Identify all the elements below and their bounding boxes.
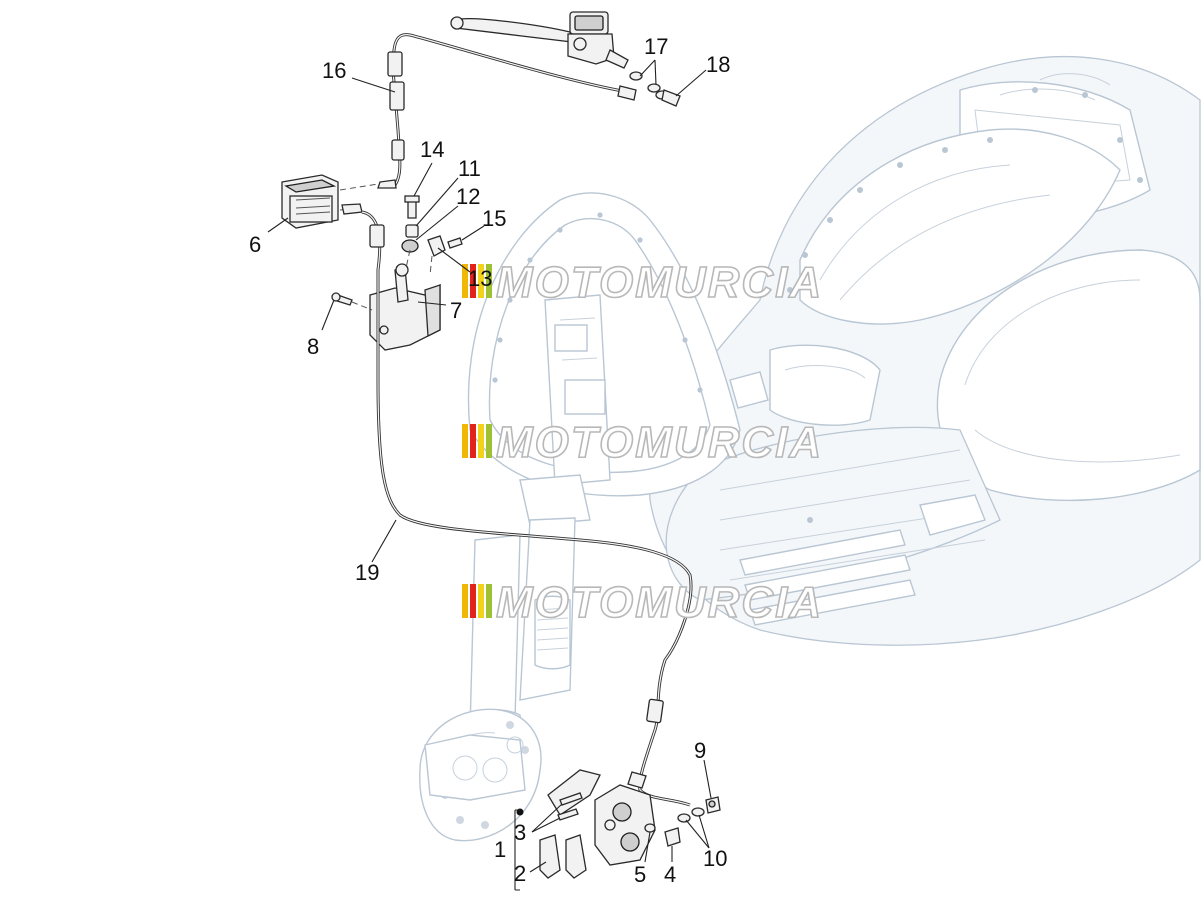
callout-7: 7 [450,298,462,323]
callout-15: 15 [482,206,506,231]
callout-14: 14 [420,137,444,162]
watermark-stripe [478,264,484,298]
callout-10: 10 [703,846,727,871]
callout-12: 12 [456,184,480,209]
callout-17: 17 [644,34,668,59]
watermark-stripe [486,424,492,458]
callout-5: 5 [634,862,646,887]
watermark-stripe [470,264,476,298]
callout-8: 8 [307,334,319,359]
abs-bracket-assembly [331,195,463,351]
watermark-1: MOTOMURCIA [462,257,823,308]
watermark-stripe [462,424,468,458]
callout-6: 6 [249,232,261,257]
watermark-stripe [486,264,492,298]
abs-modulator-unit [281,174,379,229]
callout-16: 16 [322,58,346,83]
callout-11: 11 [458,156,481,181]
front-brake-caliper-assembly [516,769,721,879]
watermark-text: MOTOMURCIA [496,418,823,467]
leader-lines [267,59,712,891]
callout-labels: 1 2 3 4 5 6 7 8 9 10 11 12 13 14 15 16 1… [249,34,730,887]
watermark-text: MOTOMURCIA [496,578,823,627]
watermark-stripe [462,584,468,618]
brake-lever-master-cylinder [450,11,629,69]
callout-19: 19 [355,560,379,585]
watermark-stripe [470,584,476,618]
watermark-3: MOTOMURCIA [462,577,823,628]
watermark-stripe [462,264,468,298]
frame-inner-outline [419,192,741,842]
callout-9: 9 [694,738,706,763]
upper-brake-hose [377,33,637,189]
callout-18: 18 [706,52,730,77]
watermark-2: MOTOMURCIA [462,417,823,468]
scooter-body-outline [649,55,1201,646]
watermark-stripe [478,584,484,618]
callout-2: 2 [514,861,526,886]
callout-3: 3 [514,820,526,845]
callout-1: 1 [494,837,506,862]
callout-13: 13 [468,266,492,291]
callout-4: 4 [664,862,676,887]
watermark-stripe [478,424,484,458]
watermark-stripe [486,584,492,618]
watermark-stripe [470,424,476,458]
banjo-bolt-washers-top [629,71,681,107]
watermark-text: MOTOMURCIA [496,258,823,307]
lower-brake-hose [361,210,693,807]
